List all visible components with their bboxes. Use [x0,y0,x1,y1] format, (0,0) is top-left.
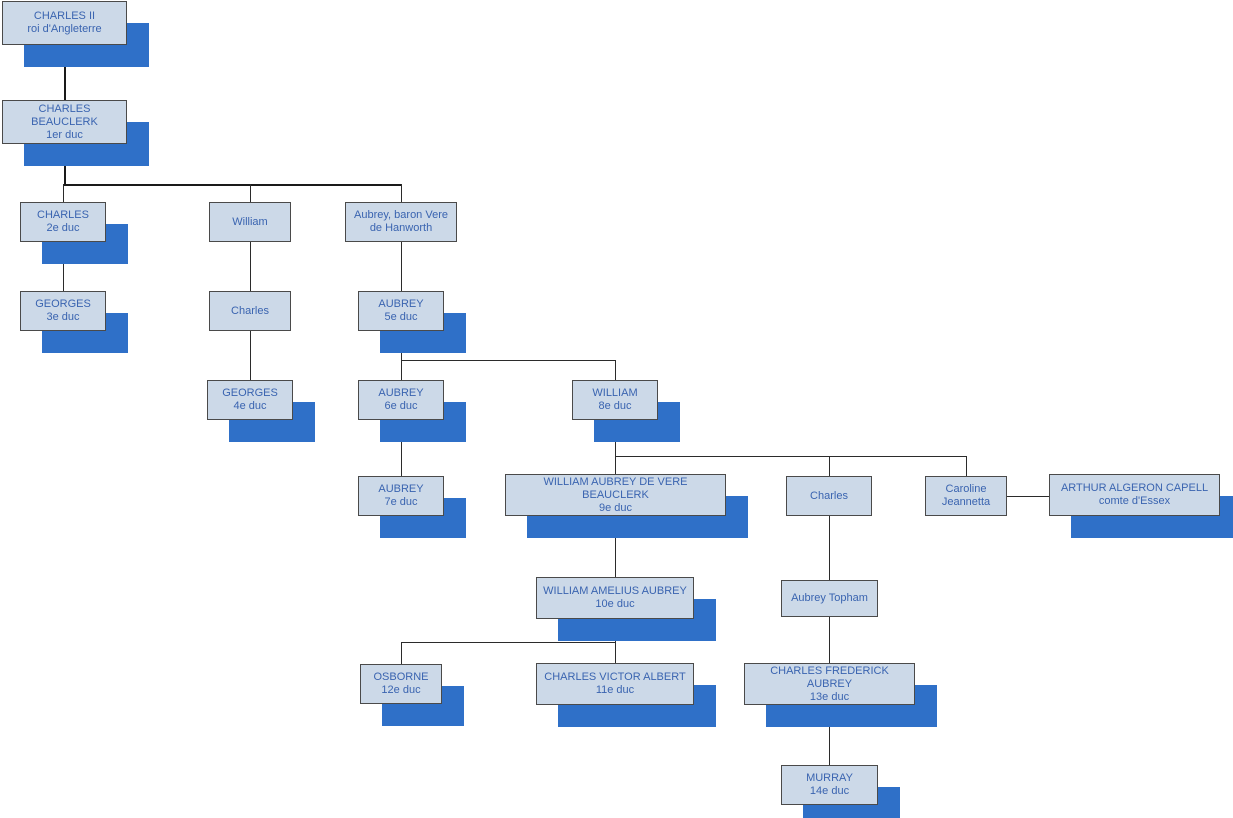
drop-william8e [615,360,616,381]
node-name-label: ARTHUR ALGERON CAPELL [1060,482,1209,494]
node-topham[interactable]: Aubrey Topham [781,580,878,617]
wamelius10-sibling-bar [401,642,616,643]
drop-osborne12 [401,642,402,665]
node-name-label: WILLIAM AMELIUS AUBREY [543,585,687,597]
node-subtitle-label: 2e duc [46,222,80,234]
charlesB-to-georges4e [250,331,251,381]
drop-charlesC [829,456,830,477]
node-name-label: Aubrey Topham [791,592,868,604]
charles2e-to-georges3e [63,242,64,292]
drop-aubreyvere [401,184,402,203]
node-name-label: CHARLES VICTOR ALBERT [544,671,686,683]
node-subtitle-label: 14e duc [809,785,850,797]
node-subtitle-label: 9e duc [598,501,633,514]
drop-caroline [966,456,967,477]
aubrey5e-sibling-bar [401,360,616,361]
node-subtitle-label: comte d'Essex [1098,495,1171,507]
node-name-label: MURRAY [806,772,853,784]
node-subtitle-label: 1er duc [46,128,83,141]
node-charlesC[interactable]: Charles [786,476,872,516]
drop-cva11 [615,642,616,664]
node-name-label: OSBORNE [373,671,429,683]
node-name-label: CHARLES II [33,10,96,22]
node-subtitle-label: roi d'Angleterre [27,23,102,35]
node-aubreyvere[interactable]: Aubrey, baron Vere de Hanworth [345,202,457,242]
node-name-label: CHARLES BEAUCLERK [31,102,98,128]
node-subtitle-label: 6e duc [384,400,418,412]
william1-to-charlesB [250,242,251,292]
wadvb9e-to-wamelius10 [615,516,616,578]
node-name-label: Charles [231,304,269,317]
node-subtitle-label: 5e duc [384,311,418,323]
node-name-label: GEORGES [35,298,91,310]
beauclerk1-sibling-bar [63,184,402,186]
node-name-label: WILLIAM AUBREY DE VERE BEAUCLERK [543,475,688,501]
node-name-label: CHARLES [37,209,89,221]
aubreyvere-to-aubrey5e [401,242,402,292]
node-name-label: Aubrey, baron Vere de Hanworth [354,209,448,234]
drop-charles2e [63,184,64,203]
node-subtitle-label: 10e duc [595,598,635,610]
drop-aubrey6e [401,360,402,381]
node-name-label: Caroline [945,483,987,495]
node-subtitle-label: 13e duc [809,690,850,703]
william8e-sibling-bar [615,456,967,457]
node-subtitle-label: Jeannetta [941,496,991,508]
node-name-label: William [232,215,268,228]
node-subtitle-label: 12e duc [381,684,421,696]
node-subtitle-label: 3e duc [46,311,80,323]
node-name-label: AUBREY [378,483,424,495]
node-subtitle-label: 4e duc [233,400,267,412]
node-name-label: CHARLES FREDERICK AUBREY [770,664,889,690]
cfa13-to-murray14 [829,705,830,766]
caroline-capell-marriage [1007,496,1050,497]
node-subtitle-label: 11e duc [595,684,635,696]
node-charlesB[interactable]: Charles [209,291,291,331]
charles2-to-beauclerk1 [64,45,66,100]
node-name-label: GEORGES [222,387,278,399]
node-name-label: AUBREY [378,387,424,399]
node-name-label: AUBREY [378,298,424,310]
node-subtitle-label: 7e duc [384,496,418,508]
charlesC-to-topham [829,516,830,581]
node-name-label: WILLIAM [592,387,638,399]
topham-to-cfa13 [829,617,830,664]
node-subtitle-label: 8e duc [598,400,632,412]
drop-wadvb9e [615,456,616,475]
node-name-label: Charles [810,489,848,502]
aubrey6e-to-aubrey7e [401,420,402,477]
node-william1[interactable]: William [209,202,291,242]
drop-william1 [250,184,251,203]
